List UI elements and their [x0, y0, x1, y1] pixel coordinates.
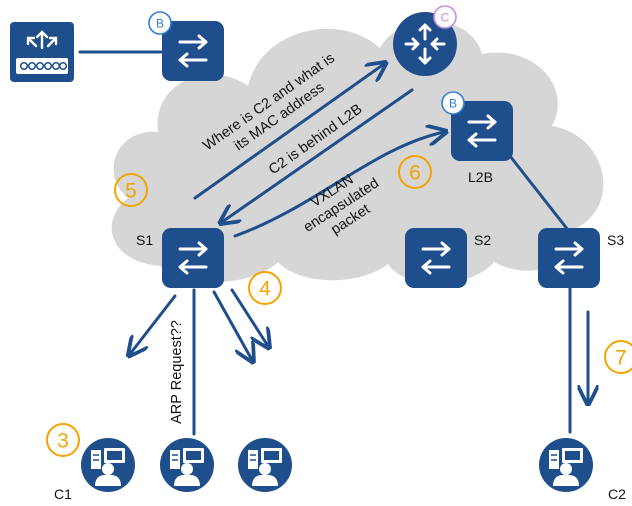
badge-b-top-switch: B [148, 11, 172, 35]
top-switch [160, 19, 226, 83]
host-c1 [80, 437, 136, 493]
flood-arrow-right-b [230, 288, 268, 346]
query-arrow [193, 64, 384, 200]
label-c1: C1 [54, 486, 72, 502]
host-c2 [538, 437, 594, 493]
flood-arrow-left [130, 294, 177, 354]
label-c2: C2 [608, 486, 626, 502]
step-5: 5 [114, 173, 148, 207]
host-c-right [237, 437, 293, 493]
svg-text:B: B [449, 97, 457, 111]
svg-text:6: 6 [409, 162, 421, 185]
switch-s2 [403, 226, 469, 290]
svg-text:3: 3 [57, 430, 69, 453]
svg-text:5: 5 [125, 180, 137, 203]
switch-s1 [160, 226, 226, 290]
badge-c-router: C [433, 5, 457, 29]
flood-arrow-right-a [212, 290, 252, 360]
reply-arrow [222, 88, 414, 222]
step-6: 6 [398, 155, 432, 189]
host-c-mid [159, 437, 215, 493]
label-s3: S3 [607, 232, 624, 248]
svg-text:C: C [441, 11, 450, 25]
step-4: 4 [248, 271, 282, 305]
label-s2: S2 [474, 232, 491, 248]
link-l2b-s3 [508, 154, 570, 232]
wan-router-icon [10, 22, 74, 82]
arp-annotation: ARP Request?? [169, 320, 185, 424]
svg-text:4: 4 [259, 278, 271, 301]
switch-s3 [536, 226, 602, 290]
step-7: 7 [604, 340, 632, 374]
svg-text:B: B [156, 17, 164, 31]
label-l2b: L2B [468, 169, 493, 185]
vxlan-arrow [233, 132, 444, 238]
label-s1: S1 [136, 232, 153, 248]
badge-b-l2b: B [441, 91, 465, 115]
step-3: 3 [46, 423, 80, 457]
svg-text:7: 7 [615, 347, 627, 370]
